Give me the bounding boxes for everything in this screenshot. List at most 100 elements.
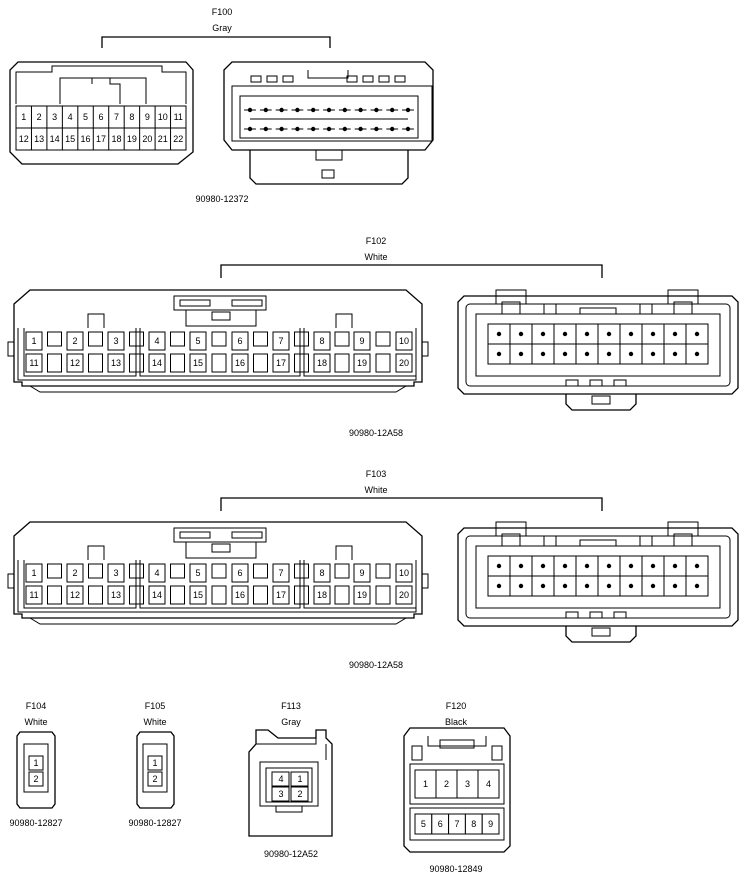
f102-bracket <box>220 264 603 278</box>
f100-male-pin <box>405 126 411 132</box>
f100-male-pin <box>279 126 284 132</box>
f102-male-pin <box>518 331 524 337</box>
f100-part-number: 90980-12372 <box>195 194 248 204</box>
f103-pin: 3 <box>113 568 118 578</box>
f102-male-pin <box>540 351 546 357</box>
f102-male-pin <box>518 351 524 357</box>
f102-pin: 5 <box>195 336 200 346</box>
f120-pin: 5 <box>421 819 426 829</box>
f103-male-pin <box>540 563 546 569</box>
f100-male-pin <box>263 126 268 132</box>
f103-male-pin <box>518 563 524 569</box>
f100-pin: 10 <box>158 112 168 122</box>
f103-pin: 10 <box>399 568 409 578</box>
f103-male-pin <box>562 583 568 589</box>
f100-male-pin <box>342 107 347 113</box>
f104-part-number: 90980-12827 <box>9 818 62 828</box>
f100-male-pin <box>405 107 411 113</box>
f102-pin: 15 <box>193 358 203 368</box>
f100-male-pin <box>326 126 332 132</box>
f100-pin: 3 <box>52 112 57 122</box>
f100-pin: 14 <box>50 134 60 144</box>
f103-male-pin <box>584 563 590 569</box>
f100-pin: 7 <box>114 112 119 122</box>
f103-bracket <box>220 497 603 511</box>
f100-male-pin <box>326 107 332 113</box>
f113-color: Gray <box>281 717 301 727</box>
f103-male-face <box>457 521 739 643</box>
f103-male-pin <box>672 583 678 589</box>
f102-pin: 17 <box>276 358 286 368</box>
f103-pin: 17 <box>276 590 286 600</box>
f113-id: F113 <box>281 701 301 711</box>
f103-pin: 7 <box>278 568 283 578</box>
f100-pin: 2 <box>37 112 42 122</box>
f103-male-pin <box>650 583 656 589</box>
f102-male-pin <box>562 331 568 337</box>
f102-male-pin <box>584 331 590 337</box>
f100-male-pin <box>279 107 284 113</box>
f100-pin: 18 <box>111 134 121 144</box>
connector-f113: F113 Gray 4 1 3 2 90980-12A52 <box>248 701 333 859</box>
f104-pin: 2 <box>33 774 38 784</box>
f100-pin: 21 <box>158 134 168 144</box>
f103-pin: 1 <box>31 568 36 578</box>
f103-male-pin <box>518 583 524 589</box>
f100-male-pin <box>358 126 363 132</box>
f120-pin: 1 <box>423 779 428 789</box>
f100-pin: 15 <box>65 134 75 144</box>
f102-pin: 8 <box>319 336 324 346</box>
f102-pin: 12 <box>70 358 80 368</box>
f104-pin: 1 <box>33 758 38 768</box>
f103-color: White <box>364 485 387 495</box>
f100-male-pin <box>390 107 395 113</box>
f102-pin: 18 <box>317 358 327 368</box>
f102-id: F102 <box>366 236 387 246</box>
f103-pin: 11 <box>29 590 38 600</box>
f102-male-pin <box>628 351 634 357</box>
f102-pin: 10 <box>399 336 409 346</box>
f100-male-pin <box>374 126 379 132</box>
f100-pin: 20 <box>142 134 152 144</box>
f102-pin: 4 <box>154 336 159 346</box>
f103-pin: 4 <box>154 568 159 578</box>
f100-male-pin <box>263 107 268 113</box>
f103-male-pin <box>562 563 568 569</box>
f100-pin: 4 <box>68 112 73 122</box>
f120-part-number: 90980-12849 <box>429 864 482 874</box>
f102-male-pin <box>562 351 568 357</box>
f102-male-pin <box>584 351 590 357</box>
f103-pin: 8 <box>319 568 324 578</box>
f102-pin: 16 <box>235 358 245 368</box>
f102-pin: 11 <box>29 358 38 368</box>
f105-id: F105 <box>145 701 166 711</box>
f102-male-pin <box>606 331 612 337</box>
f102-male-pin <box>650 351 656 357</box>
f100-pin: 8 <box>129 112 134 122</box>
f100-pin: 1 <box>21 112 26 122</box>
f100-male-pin <box>342 126 347 132</box>
f103-pin: 14 <box>152 590 162 600</box>
f103-pin: 2 <box>72 568 77 578</box>
f100-male-pins <box>247 107 411 132</box>
f102-pin: 3 <box>113 336 118 346</box>
f102-male-pin <box>496 351 502 357</box>
f120-pin: 9 <box>488 819 493 829</box>
f100-id: F100 <box>212 7 233 17</box>
f102-pin: 14 <box>152 358 162 368</box>
f103-id: F103 <box>366 469 387 479</box>
f105-pin: 2 <box>152 774 157 784</box>
f102-male-pin <box>540 331 546 337</box>
f102-pin: 13 <box>111 358 121 368</box>
f100-pin: 9 <box>145 112 150 122</box>
f103-pin: 18 <box>317 590 327 600</box>
f100-pin: 5 <box>83 112 88 122</box>
f100-pin: 11 <box>174 112 183 122</box>
f103-male-pin <box>496 563 502 569</box>
